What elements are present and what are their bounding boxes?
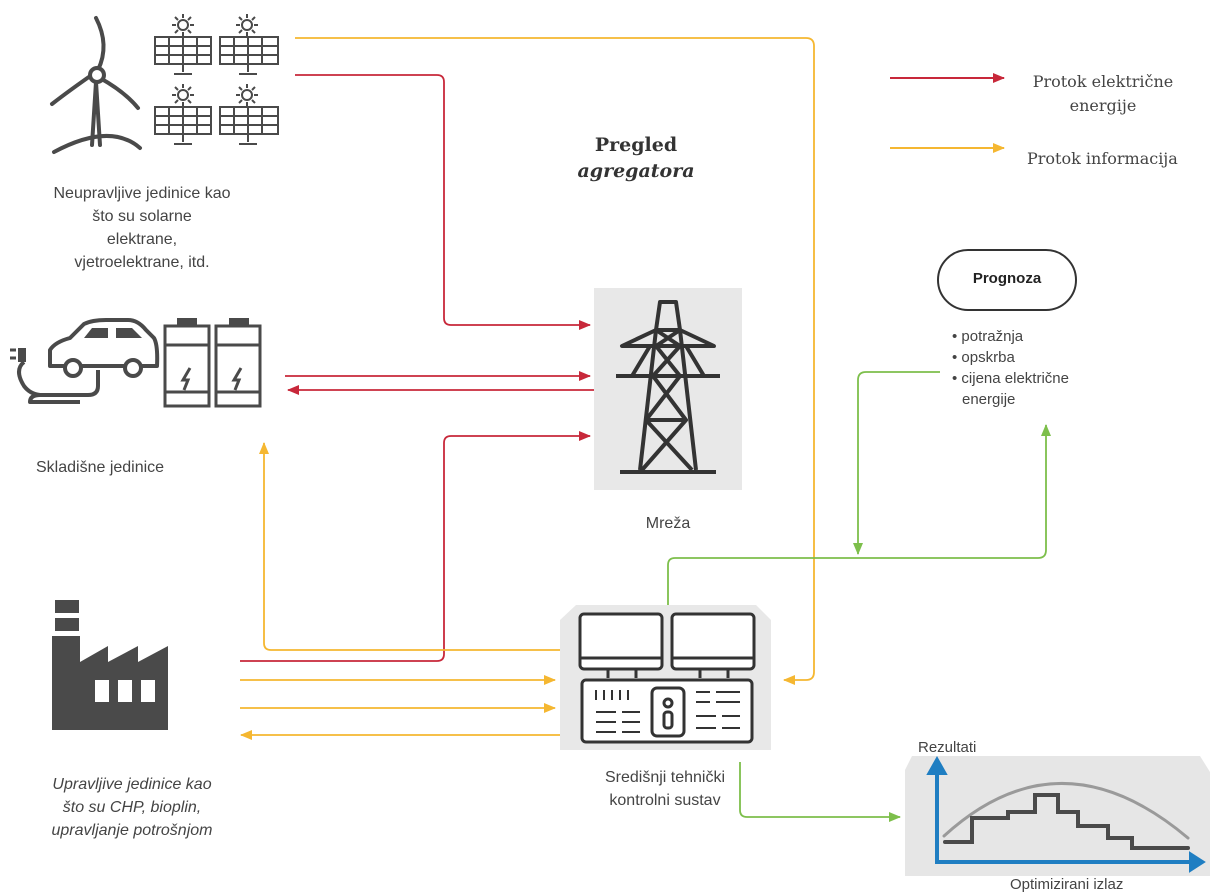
forecast-item-cont: energije bbox=[962, 391, 1016, 408]
controllable-line1: Upravljive jedinice kao bbox=[52, 776, 212, 793]
optimization-chart-icon bbox=[926, 755, 1206, 873]
renewables-label: Neupravljive jedinice kao što su solarne… bbox=[22, 182, 262, 274]
info-flows bbox=[240, 37, 815, 740]
factory-icon bbox=[52, 600, 168, 730]
title-line2: agregatora bbox=[577, 160, 695, 182]
grid-label: Mreža bbox=[645, 515, 691, 532]
transmission-tower-icon bbox=[616, 300, 720, 474]
results-ylabel: Rezultati bbox=[918, 739, 977, 756]
legend-electric-label: Protok električne energije bbox=[1018, 70, 1188, 118]
legend-electric-line2: energije bbox=[1069, 96, 1137, 115]
renewables-line4: vjetroelektrane, itd. bbox=[74, 254, 210, 271]
control-console-icon bbox=[578, 612, 756, 744]
forecast-item: • cijena električne bbox=[952, 370, 1069, 387]
results-panel-bg bbox=[905, 756, 1210, 876]
results-xlabel: Optimizirani izlaz bbox=[1010, 876, 1124, 893]
batteries-icon bbox=[163, 318, 262, 408]
renewables-line1: Neupravljive jedinice kao bbox=[53, 185, 231, 202]
solar-panels-icon bbox=[154, 14, 279, 145]
forecast-item: • opskrba bbox=[952, 349, 1015, 366]
data-flows bbox=[667, 371, 1051, 822]
controllable-line3: upravljanje potrošnjom bbox=[51, 822, 213, 839]
title-line1: Pregled bbox=[594, 134, 678, 156]
control-center-label: Središnji tehnički kontrolni sustav bbox=[560, 766, 770, 812]
forecast-title: Prognoza bbox=[972, 270, 1042, 287]
renewables-line2: što su solarne bbox=[92, 208, 192, 225]
wind-turbine-icon bbox=[50, 16, 142, 154]
legend-electric-line1: Protok električne bbox=[1032, 72, 1174, 91]
control-center-line1: Središnji tehnički bbox=[604, 769, 726, 786]
renewables-line3: elektrane, bbox=[106, 231, 178, 248]
forecast-box bbox=[937, 249, 1077, 311]
controllable-line2: što su CHP, bioplin, bbox=[62, 799, 202, 816]
control-center-line2: kontrolni sustav bbox=[609, 792, 721, 809]
controllable-label: Upravljive jedinice kao što su CHP, biop… bbox=[12, 773, 252, 842]
electric-flows bbox=[240, 74, 594, 662]
storage-label: Skladišne jedinice bbox=[36, 459, 165, 476]
forecast-item: • potražnja bbox=[952, 328, 1024, 345]
legend-info-label: Protok informacija bbox=[1027, 149, 1178, 168]
forecast-list: • potražnja • opskrba • cijena električn… bbox=[952, 326, 1152, 410]
electric-car-icon bbox=[10, 318, 160, 404]
diagram-title: Pregled agregatora bbox=[536, 132, 736, 184]
